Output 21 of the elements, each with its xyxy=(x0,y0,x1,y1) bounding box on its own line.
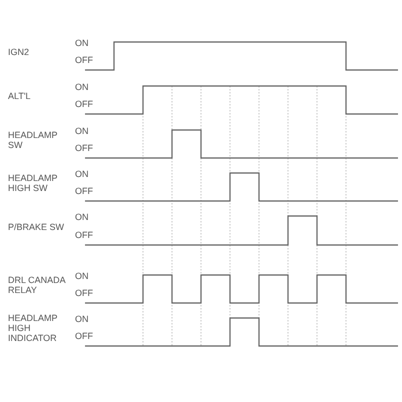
signal-name: HEADLAMP SW xyxy=(8,130,58,150)
on-level-label: ON xyxy=(75,169,88,179)
signal-name: HEADLAMP HIGH INDICATOR xyxy=(8,313,58,343)
on-level-label: ON xyxy=(75,212,88,222)
off-level-label: OFF xyxy=(75,55,93,65)
off-level-label: OFF xyxy=(75,99,93,109)
on-level-label: ON xyxy=(75,271,88,281)
on-level-label: ON xyxy=(75,314,88,324)
on-level-label: ON xyxy=(75,126,88,136)
signal-name: HEADLAMP HIGH SW xyxy=(8,173,58,193)
on-level-label: ON xyxy=(75,38,88,48)
off-level-label: OFF xyxy=(75,143,93,153)
off-level-label: OFF xyxy=(75,186,93,196)
off-level-label: OFF xyxy=(75,288,93,298)
signal-name: DRL CANADA RELAY xyxy=(8,275,66,295)
on-level-label: ON xyxy=(75,82,88,92)
signal-name: ALT'L xyxy=(8,91,32,101)
signal-name: P/BRAKE SW xyxy=(8,222,66,232)
off-level-label: OFF xyxy=(75,230,93,240)
off-level-label: OFF xyxy=(75,331,93,341)
signal-name: IGN2 xyxy=(8,47,30,57)
